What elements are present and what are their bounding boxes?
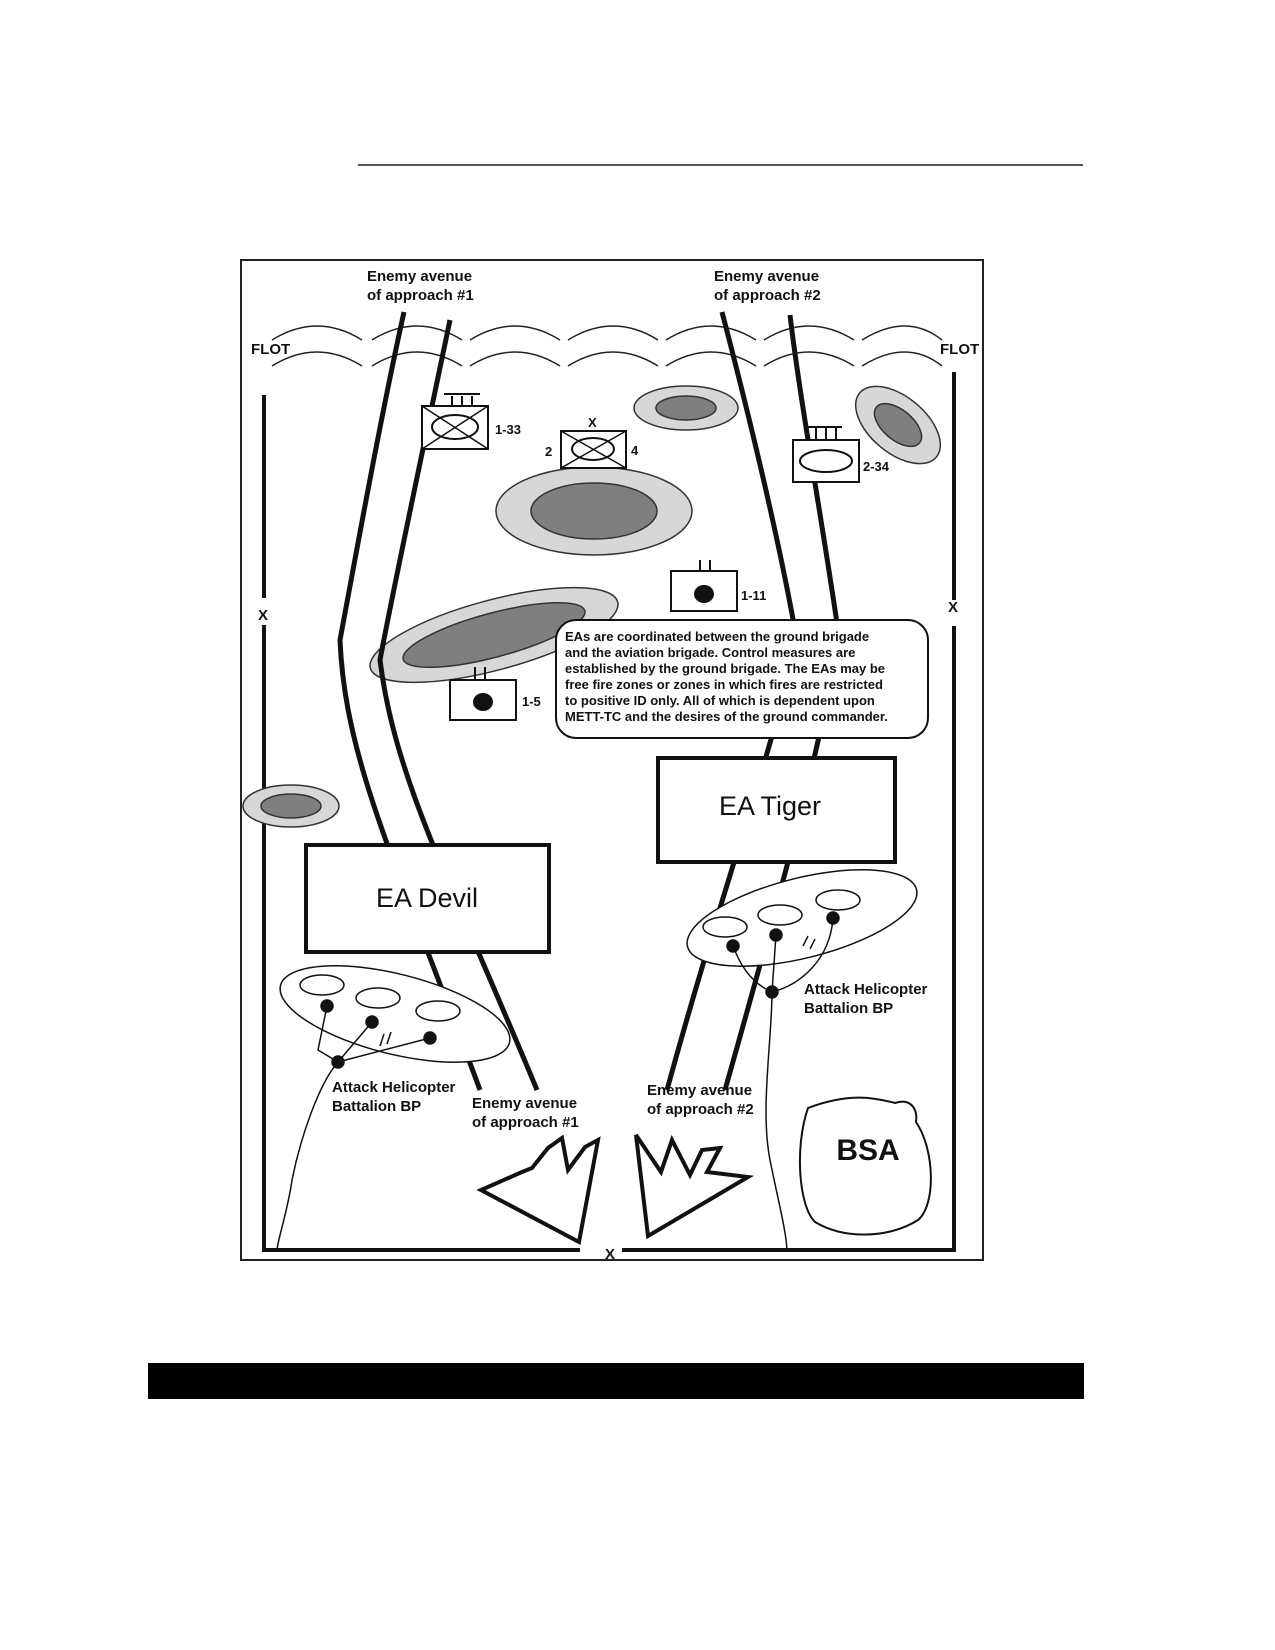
note-line: to positive ID only. All of which is dep… <box>565 693 875 708</box>
bp-right-line-1: Attack Helicopter <box>804 981 928 998</box>
avenue-1-bottom-line-1: Enemy avenue <box>472 1095 577 1112</box>
ea-devil-label: EA Devil <box>376 883 478 913</box>
avenue-1-bottom-line-2: of approach #1 <box>472 1114 579 1131</box>
brigade-echelon-label: X <box>588 415 597 430</box>
avenue-2-top-line-1: Enemy avenue <box>714 268 819 285</box>
header-rule <box>358 164 1083 166</box>
boundary-right-label: X <box>948 599 958 616</box>
arrowhead-avenue-1 <box>476 1134 601 1246</box>
battle-position-right <box>686 869 918 1251</box>
note-line: METT-TC and the desires of the ground co… <box>565 709 888 724</box>
boundary-bottom-label: X <box>605 1246 615 1263</box>
unit-label-2-34: 2-34 <box>863 459 890 474</box>
brigade-left-label: 2 <box>545 444 552 459</box>
footer-bar <box>148 1363 1084 1399</box>
avenue-1-top-line-1: Enemy avenue <box>367 268 472 285</box>
bp-left-line-1: Attack Helicopter <box>332 1079 456 1096</box>
bp-left-line-2: Battalion BP <box>332 1098 421 1115</box>
bp-right-line-2: Battalion BP <box>804 1000 893 1017</box>
avenue-2-top-line-2: of approach #2 <box>714 287 821 304</box>
unit-label-1-11: 1-11 <box>741 588 766 603</box>
avenue-1-top-line-2: of approach #1 <box>367 287 474 304</box>
note-line: EAs are coordinated between the ground b… <box>565 629 869 644</box>
coordination-note-box <box>555 619 929 739</box>
unit-label-1-5: 1-5 <box>522 694 541 709</box>
flot-right-label: FLOT <box>940 341 979 358</box>
brigade-right-label: 4 <box>631 443 639 458</box>
arrowhead-avenue-2 <box>634 1133 755 1240</box>
unit-symbol-1-33 <box>421 393 489 450</box>
unit-symbol-1-11 <box>670 560 738 612</box>
unit-symbol-1-5 <box>449 667 517 721</box>
terrain-features <box>242 385 942 828</box>
ea-tiger-label: EA Tiger <box>719 791 821 821</box>
unit-symbol-2-34 <box>792 426 860 483</box>
ea-tiger-box <box>656 756 897 864</box>
flot-line <box>271 325 943 367</box>
coordination-note: EAs are coordinated between the ground b… <box>565 629 888 724</box>
unit-symbol-brigade <box>560 430 627 469</box>
bsa-area <box>798 1096 932 1236</box>
battle-position-left <box>276 965 511 1251</box>
brigade-boundary <box>262 372 956 1252</box>
boundary-left-label: X <box>258 607 268 624</box>
avenue-2-bottom-line-2: of approach #2 <box>647 1101 754 1118</box>
ea-devil-box <box>304 843 551 954</box>
avenue-2-bottom-line-1: Enemy avenue <box>647 1082 752 1099</box>
note-line: and the aviation brigade. Control measur… <box>565 645 855 660</box>
bsa-label: BSA <box>836 1134 899 1167</box>
unit-label-1-33: 1-33 <box>495 422 521 437</box>
note-line: established by the ground brigade. The E… <box>565 661 885 676</box>
note-line: free fire zones or zones in which fires … <box>565 677 883 692</box>
flot-left-label: FLOT <box>251 341 290 358</box>
